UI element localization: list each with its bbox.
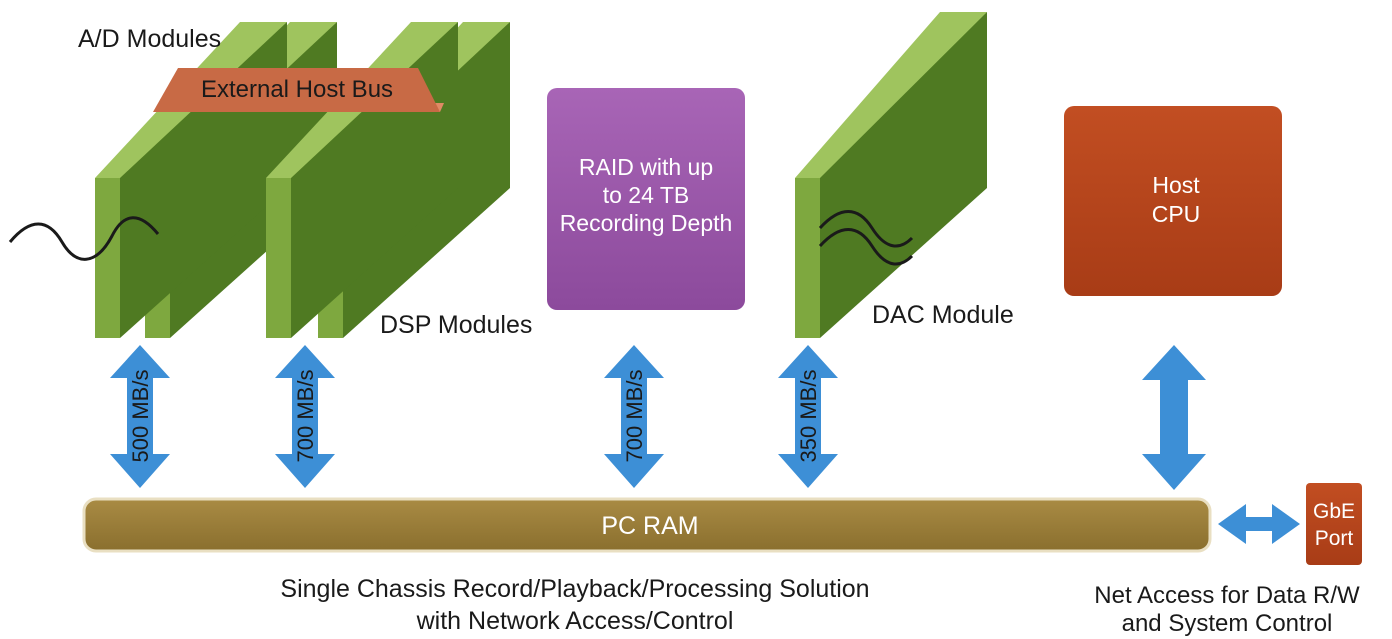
dac-rate-label: 350 MB/s [796,370,821,463]
raid-label-line3: Recording Depth [560,210,733,236]
cpu-ram-arrow [1142,345,1206,490]
ad-modules-label: A/D Modules [78,25,221,53]
gbe-port-label-line2: Port [1315,527,1354,550]
analog-output-wave2-icon [818,228,914,266]
pc-ram-bar [82,497,1212,553]
ad-ram-arrow [110,345,170,488]
external-host-bus-bar [153,68,444,112]
host-cpu-label-line1: Host [1152,172,1200,198]
host-cpu-label-line2: CPU [1152,201,1201,227]
analog-output-wave-icon [818,210,914,248]
raid-box [547,88,745,310]
dac-module-board [795,12,987,338]
raid-label-line1: RAID with up [579,154,713,180]
raid-rate-label: 700 MB/s [622,370,647,463]
external-host-bus-label: External Host Bus [201,76,393,103]
host-cpu-box [1064,106,1282,296]
gbe-port-label-line1: GbE [1313,500,1355,523]
caption-line1: Single Chassis Record/Playback/Processin… [280,575,869,603]
ad-rate-label: 500 MB/s [128,370,153,463]
gbe-port-box [1306,483,1362,565]
analog-input-wave-icon [8,216,160,261]
pc-ram-label: PC RAM [601,512,698,540]
dsp-modules-label: DSP Modules [380,311,532,339]
net-access-line1: Net Access for Data R/W [1094,582,1360,609]
dac-ram-arrow [778,345,838,488]
dsp-rate-label: 700 MB/s [293,370,318,463]
raid-label-line2: to 24 TB [603,182,690,208]
caption-line2: with Network Access/Control [416,607,734,635]
dsp-ram-arrow [275,345,335,488]
ram-gbe-arrow [1218,504,1300,544]
raid-ram-arrow [604,345,664,488]
net-access-line2: and System Control [1122,610,1333,637]
dac-module-label: DAC Module [872,301,1014,329]
